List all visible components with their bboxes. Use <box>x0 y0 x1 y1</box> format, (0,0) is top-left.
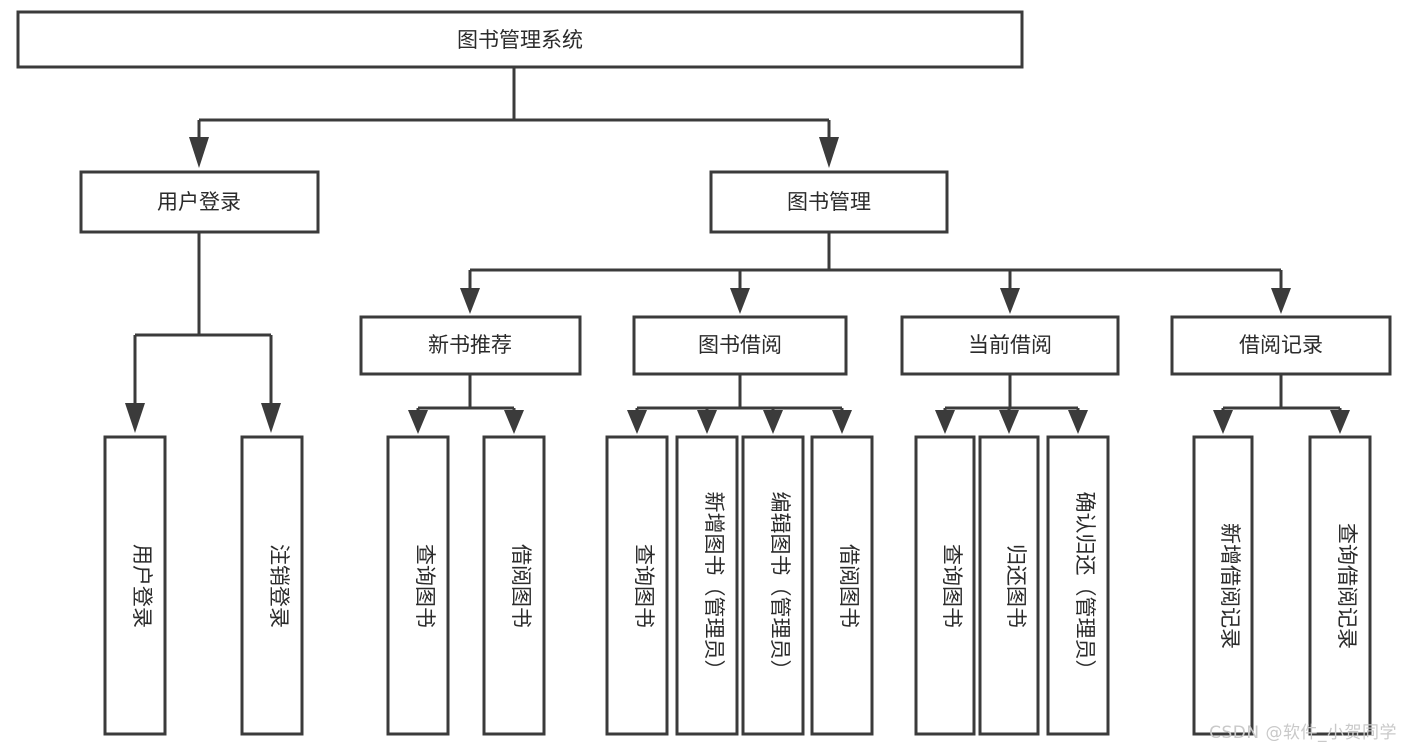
node-book-borrow[interactable]: 图书借阅 <box>632 315 848 376</box>
leaf-label: 用户登录 <box>130 544 154 628</box>
node-book-management[interactable]: 图书管理 <box>709 170 949 234</box>
csdn-watermark: CSDN @软件_小贺同学 <box>1209 723 1397 743</box>
node-leaf-borrow-edit-book[interactable]: 编辑图书（管理员） <box>741 435 805 736</box>
leaf-label: 确认归还（管理员） <box>1073 492 1097 681</box>
node-leaf-user-login-1[interactable]: 用户登录 <box>103 435 167 736</box>
leaf-label: 新增借阅记录 <box>1218 523 1242 649</box>
arrow-new-book-leaf1 <box>408 410 428 434</box>
node-leaf-record-add[interactable]: 新增借阅记录 <box>1192 435 1254 736</box>
leaf-box[interactable] <box>103 435 167 736</box>
arrow-to-user-login <box>189 137 209 168</box>
node-current-borrow[interactable]: 当前借阅 <box>900 315 1120 376</box>
user-login-box[interactable] <box>79 170 320 234</box>
arrow-current-borrow-leaf2 <box>999 410 1019 434</box>
book-management-label: 图书管理 <box>787 190 871 214</box>
arrow-user-login-leaf1 <box>125 403 145 433</box>
leaf-label: 查询图书 <box>413 544 437 628</box>
leaf-box[interactable] <box>240 435 304 736</box>
leaf-box[interactable] <box>1308 435 1372 736</box>
leaf-label: 注销登录 <box>267 544 291 628</box>
leaf-box[interactable] <box>675 435 739 736</box>
leaf-label: 查询借阅记录 <box>1335 523 1359 649</box>
arrow-current-borrow-leaf1 <box>935 410 955 434</box>
arrow-to-new-book <box>460 288 480 314</box>
arrow-borrow-record-leaf2 <box>1330 410 1350 434</box>
leaf-box[interactable] <box>1192 435 1254 736</box>
arrow-to-borrow-record <box>1271 288 1291 314</box>
user-login-label: 用户登录 <box>157 190 241 214</box>
current-borrow-box[interactable] <box>900 315 1120 376</box>
arrow-to-book-mgmt <box>819 137 839 168</box>
book-borrow-box[interactable] <box>632 315 848 376</box>
book-management-box[interactable] <box>709 170 949 234</box>
current-borrow-label: 当前借阅 <box>968 333 1052 357</box>
arrow-to-book-borrow <box>730 288 750 314</box>
node-leaf-record-query[interactable]: 查询借阅记录 <box>1308 435 1372 736</box>
borrow-record-box[interactable] <box>1170 315 1392 376</box>
node-leaf-borrow-query-book[interactable]: 查询图书 <box>605 435 669 736</box>
leaf-box[interactable] <box>1046 435 1110 736</box>
arrow-book-borrow-leaf1 <box>627 410 647 434</box>
node-borrow-record[interactable]: 借阅记录 <box>1170 315 1392 376</box>
leaf-label: 查询图书 <box>632 544 656 628</box>
new-book-recommend-box[interactable] <box>359 315 582 376</box>
arrow-current-borrow-leaf3 <box>1068 410 1088 434</box>
node-leaf-borrow-add-book[interactable]: 新增图书（管理员） <box>675 435 739 736</box>
leaf-label: 借阅图书 <box>837 544 861 628</box>
arrow-borrow-record-leaf1 <box>1213 410 1233 434</box>
arrow-book-borrow-leaf3 <box>763 410 783 434</box>
leaf-label: 归还图书 <box>1004 544 1028 628</box>
node-leaf-new-book-borrow[interactable]: 借阅图书 <box>482 435 546 736</box>
leaf-label: 借阅图书 <box>509 544 533 628</box>
leaf-box[interactable] <box>741 435 805 736</box>
leaf-box[interactable] <box>482 435 546 736</box>
node-user-login[interactable]: 用户登录 <box>79 170 320 234</box>
arrow-book-borrow-leaf4 <box>832 410 852 434</box>
leaf-box[interactable] <box>386 435 450 736</box>
root-label: 图书管理系统 <box>457 28 583 52</box>
node-leaf-current-confirm-return[interactable]: 确认归还（管理员） <box>1046 435 1110 736</box>
root-box[interactable] <box>16 10 1024 69</box>
node-root-system[interactable]: 图书管理系统 <box>16 10 1024 69</box>
leaf-label: 编辑图书（管理员） <box>768 492 792 681</box>
borrow-record-label: 借阅记录 <box>1239 333 1323 357</box>
leaf-box[interactable] <box>810 435 874 736</box>
arrow-user-login-leaf2 <box>261 403 281 433</box>
leaf-box[interactable] <box>605 435 669 736</box>
new-book-recommend-label: 新书推荐 <box>428 333 512 357</box>
book-borrow-label: 图书借阅 <box>698 333 782 357</box>
connector-layer <box>125 67 1350 434</box>
node-leaf-current-return-book[interactable]: 归还图书 <box>978 435 1040 736</box>
leaf-label: 新增图书（管理员） <box>702 492 726 681</box>
leaf-box[interactable] <box>914 435 976 736</box>
node-new-book-recommend[interactable]: 新书推荐 <box>359 315 582 376</box>
arrow-new-book-leaf2 <box>504 410 524 434</box>
leaf-label: 查询图书 <box>940 544 964 628</box>
arrow-to-current-borrow <box>1000 288 1020 314</box>
node-leaf-current-query-book[interactable]: 查询图书 <box>914 435 976 736</box>
arrow-book-borrow-leaf2 <box>697 410 717 434</box>
node-leaf-user-logout[interactable]: 注销登录 <box>240 435 304 736</box>
leaf-box[interactable] <box>978 435 1040 736</box>
node-leaf-new-book-query[interactable]: 查询图书 <box>386 435 450 736</box>
node-leaf-borrow-borrow-book[interactable]: 借阅图书 <box>810 435 874 736</box>
